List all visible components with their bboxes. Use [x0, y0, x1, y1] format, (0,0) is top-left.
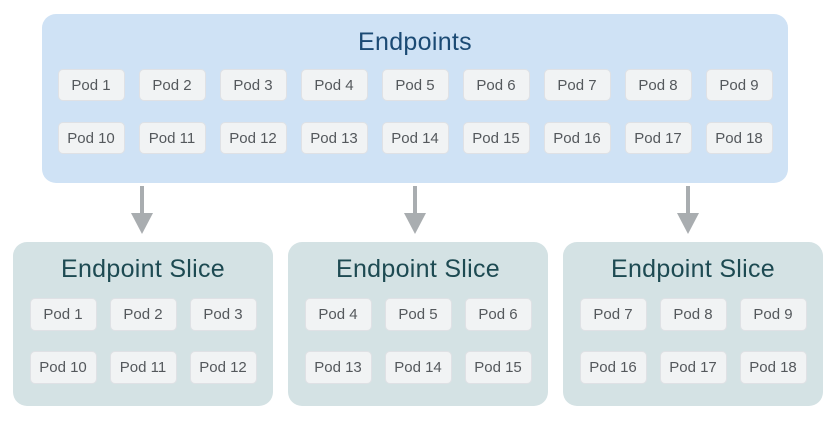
- pod-box: Pod 13: [304, 351, 372, 384]
- pod-box: Pod 9: [739, 298, 807, 331]
- pod-box: Pod 7: [543, 69, 611, 101]
- pod-box: Pod 2: [109, 298, 177, 331]
- pod-box: Pod 18: [739, 351, 807, 384]
- pod-box: Pod 5: [384, 298, 452, 331]
- endpoints-pod-row-1: Pod 1 Pod 2 Pod 3 Pod 4 Pod 5 Pod 6 Pod …: [42, 69, 788, 101]
- pod-box: Pod 18: [705, 122, 773, 154]
- pod-box: Pod 14: [384, 351, 452, 384]
- slice2-pod-row-1: Pod 4 Pod 5 Pod 6: [288, 298, 548, 331]
- pod-box: Pod 12: [189, 351, 257, 384]
- slice1-pod-row-1: Pod 1 Pod 2 Pod 3: [13, 298, 273, 331]
- pod-box: Pod 6: [462, 69, 530, 101]
- endpoints-pod-row-2: Pod 10 Pod 11 Pod 12 Pod 13 Pod 14 Pod 1…: [42, 122, 788, 154]
- pod-box: Pod 13: [300, 122, 368, 154]
- arrow-stem: [140, 186, 144, 214]
- arrow-stem: [686, 186, 690, 214]
- pod-box: Pod 7: [579, 298, 647, 331]
- arrow-head: [404, 213, 426, 234]
- pod-box: Pod 8: [659, 298, 727, 331]
- pod-box: Pod 5: [381, 69, 449, 101]
- pod-box: Pod 11: [109, 351, 177, 384]
- pod-box: Pod 12: [219, 122, 287, 154]
- pod-box: Pod 16: [543, 122, 611, 154]
- pod-box: Pod 10: [29, 351, 97, 384]
- endpoint-slice-box-1: Endpoint Slice Pod 1 Pod 2 Pod 3 Pod 10 …: [13, 242, 273, 406]
- endpoint-slice-title: Endpoint Slice: [335, 255, 501, 283]
- slice1-pod-row-2: Pod 10 Pod 11 Pod 12: [13, 351, 273, 384]
- endpoints-box: Endpoints Pod 1 Pod 2 Pod 3 Pod 4 Pod 5 …: [42, 14, 788, 183]
- arrow-head: [131, 213, 153, 234]
- endpoint-slice-title: Endpoint Slice: [60, 255, 226, 283]
- pod-box: Pod 14: [381, 122, 449, 154]
- pod-box: Pod 17: [624, 122, 692, 154]
- pod-box: Pod 6: [464, 298, 532, 331]
- slice2-pod-row-2: Pod 13 Pod 14 Pod 15: [288, 351, 548, 384]
- endpoint-slice-box-3: Endpoint Slice Pod 7 Pod 8 Pod 9 Pod 16 …: [563, 242, 823, 406]
- pod-box: Pod 4: [300, 69, 368, 101]
- slice3-pod-row-1: Pod 7 Pod 8 Pod 9: [563, 298, 823, 331]
- pod-box: Pod 1: [57, 69, 125, 101]
- pod-box: Pod 3: [189, 298, 257, 331]
- endpoints-title: Endpoints: [358, 28, 472, 56]
- pod-box: Pod 4: [304, 298, 372, 331]
- down-arrow-icon: [404, 186, 426, 235]
- down-arrow-icon: [677, 186, 699, 235]
- pod-box: Pod 11: [138, 122, 206, 154]
- endpoint-slice-box-2: Endpoint Slice Pod 4 Pod 5 Pod 6 Pod 13 …: [288, 242, 548, 406]
- arrow-head: [677, 213, 699, 234]
- pod-box: Pod 8: [624, 69, 692, 101]
- slice3-pod-row-2: Pod 16 Pod 17 Pod 18: [563, 351, 823, 384]
- pod-box: Pod 16: [579, 351, 647, 384]
- pod-box: Pod 15: [462, 122, 530, 154]
- pod-box: Pod 3: [219, 69, 287, 101]
- pod-box: Pod 1: [29, 298, 97, 331]
- arrow-stem: [413, 186, 417, 214]
- endpoint-slice-title: Endpoint Slice: [610, 255, 776, 283]
- pod-box: Pod 17: [659, 351, 727, 384]
- down-arrow-icon: [131, 186, 153, 235]
- pod-box: Pod 10: [57, 122, 125, 154]
- pod-box: Pod 9: [705, 69, 773, 101]
- pod-box: Pod 2: [138, 69, 206, 101]
- pod-box: Pod 15: [464, 351, 532, 384]
